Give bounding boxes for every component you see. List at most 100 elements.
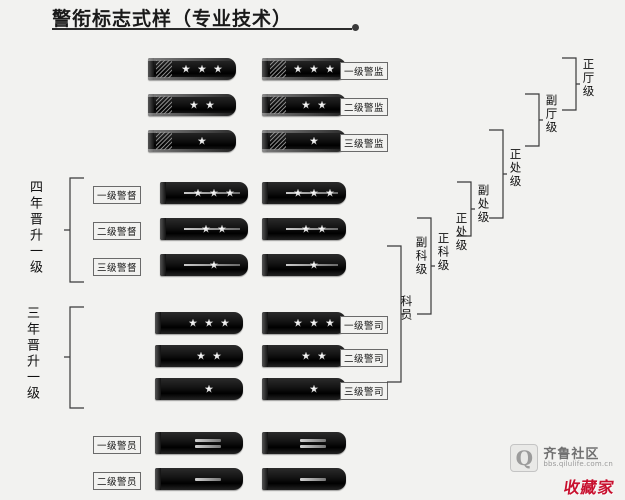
watermark-site-name: 齐鲁社区 xyxy=(543,446,600,462)
right-level-fuchu: 副处级 xyxy=(476,184,491,225)
epaulette-edge xyxy=(160,218,166,240)
watermark-site-url: bbs.qilulife.com.cn xyxy=(543,460,613,469)
left-group-label-3year: 三年晋升一级 xyxy=(24,306,39,402)
bar-icon xyxy=(195,477,221,481)
right-bracket-futing xyxy=(525,93,543,147)
left-bracket-4year xyxy=(64,177,84,283)
epaulette-stars xyxy=(288,130,340,152)
star-icon xyxy=(225,188,235,197)
epaulette-edge xyxy=(262,345,268,367)
epaulette-r9-b xyxy=(262,378,346,400)
star-icon xyxy=(213,64,223,73)
star-icon xyxy=(209,188,219,197)
bar-icon xyxy=(195,438,221,442)
title-dot xyxy=(352,24,359,31)
epaulette-r8-b xyxy=(262,345,346,367)
star-icon xyxy=(309,64,319,73)
epaulette-edge xyxy=(262,432,268,454)
right-bracket-keyuan xyxy=(387,245,405,383)
epaulette-edge xyxy=(262,378,268,400)
epaulette-stars xyxy=(186,182,242,204)
epaulette-band-bottom xyxy=(148,77,236,80)
epaulette-band-top xyxy=(262,94,346,97)
rank-label-r1: 一级警监 xyxy=(340,62,389,80)
star-icon xyxy=(301,351,311,360)
epaulette-edge xyxy=(148,58,154,80)
epaulette-r8-a xyxy=(155,345,243,367)
epaulette-r10-b xyxy=(262,432,346,454)
epaulette-bars xyxy=(286,468,340,490)
epaulette-stars xyxy=(174,94,230,116)
bar-icon xyxy=(300,444,326,448)
epaulette-edge xyxy=(155,468,161,490)
star-icon xyxy=(220,318,230,327)
epaulette-r7-a xyxy=(155,312,243,334)
epaulette-band-bottom xyxy=(262,149,346,152)
star-icon xyxy=(325,64,335,73)
star-icon xyxy=(293,318,303,327)
epaulette-edge xyxy=(262,468,268,490)
epaulette-r3-b xyxy=(262,130,346,152)
epaulette-stars xyxy=(181,312,237,334)
epaulette-stars xyxy=(288,378,340,400)
star-icon xyxy=(317,351,327,360)
epaulette-band-bottom xyxy=(262,77,346,80)
epaulette-stars xyxy=(174,58,230,80)
rank-label-r7: 一级警司 xyxy=(340,316,389,334)
epaulette-band-bottom xyxy=(262,113,346,116)
watermark-logo-group: Q 齐鲁社区 bbs.qilulife.com.cn xyxy=(510,444,613,472)
epaulette-stars xyxy=(288,58,340,80)
epaulette-edge xyxy=(155,378,161,400)
star-icon xyxy=(209,260,219,269)
epaulette-edge xyxy=(262,254,268,276)
star-icon xyxy=(309,318,319,327)
epaulette-r11-b xyxy=(262,468,346,490)
epaulette-weave xyxy=(156,96,172,114)
epaulette-edge xyxy=(148,94,154,116)
rank-label-r6: 三级警督 xyxy=(93,258,142,276)
epaulette-weave xyxy=(156,60,172,78)
star-icon xyxy=(309,188,319,197)
epaulette-bars xyxy=(286,432,340,454)
rank-label-r10: 一级警员 xyxy=(93,436,142,454)
epaulette-stars xyxy=(288,312,340,334)
epaulette-band-top xyxy=(262,58,346,61)
epaulette-weave xyxy=(270,132,286,150)
right-level-futing: 副厅级 xyxy=(544,94,559,135)
title-underline xyxy=(52,28,352,30)
epaulette-stars xyxy=(181,345,237,367)
epaulette-r5-b xyxy=(262,218,346,240)
epaulette-r2-a xyxy=(148,94,236,116)
epaulette-band-bottom xyxy=(148,149,236,152)
star-icon xyxy=(325,188,335,197)
left-bracket-3year xyxy=(64,306,84,409)
epaulette-edge xyxy=(262,182,268,204)
epaulette-bars xyxy=(179,432,237,454)
right-level-fuke: 副科级 xyxy=(414,236,429,277)
star-icon xyxy=(301,224,311,233)
star-icon xyxy=(204,384,214,393)
right-level-zhengke: 正科级 xyxy=(436,232,451,273)
rank-label-r3: 三级警监 xyxy=(340,134,389,152)
right-level-zhengting: 正厅级 xyxy=(581,58,596,99)
epaulette-stars xyxy=(186,254,242,276)
epaulette-edge xyxy=(160,254,166,276)
epaulette-stripe xyxy=(184,228,240,230)
epaulette-edge xyxy=(160,182,166,204)
star-icon xyxy=(204,318,214,327)
epaulette-r5-a xyxy=(160,218,248,240)
epaulette-stars xyxy=(181,378,237,400)
epaulette-edge xyxy=(262,312,268,334)
epaulette-r4-a xyxy=(160,182,248,204)
star-icon xyxy=(317,100,327,109)
watermark-text: 齐鲁社区 bbs.qilulife.com.cn xyxy=(543,446,613,469)
epaulette-r1-b xyxy=(262,58,346,80)
epaulette-r2-b xyxy=(262,94,346,116)
q-logo-icon: Q xyxy=(510,444,539,472)
epaulette-r11-a xyxy=(155,468,243,490)
star-icon xyxy=(193,188,203,197)
epaulette-edge xyxy=(262,58,268,80)
epaulette-weave xyxy=(270,96,286,114)
star-icon xyxy=(309,384,319,393)
